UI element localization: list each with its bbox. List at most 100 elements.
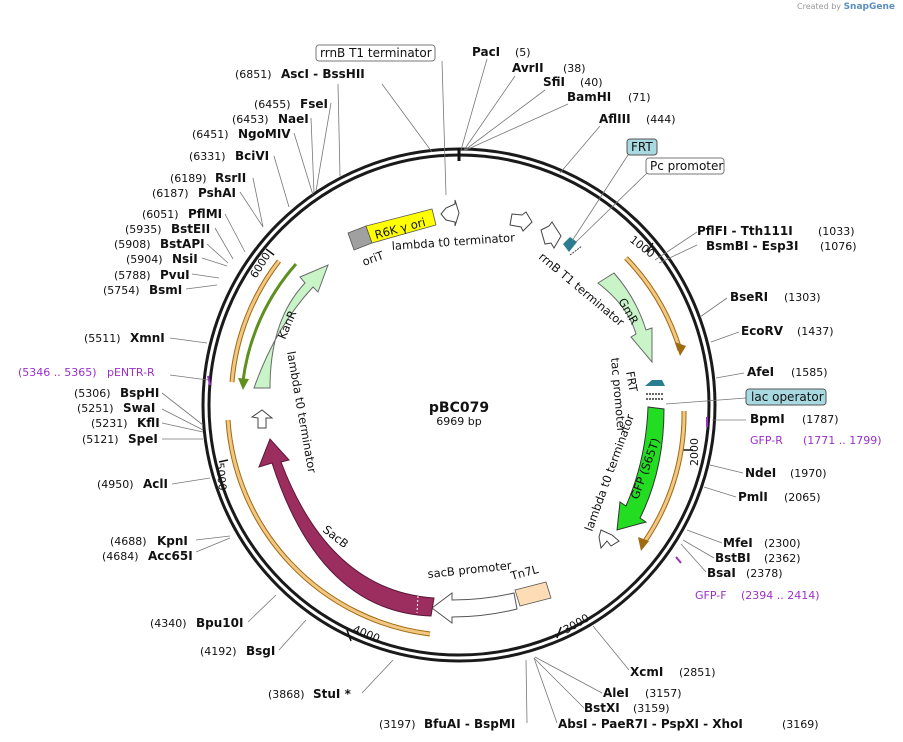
enzyme-stui: StuI * bbox=[313, 687, 352, 701]
frt-feature-right bbox=[645, 380, 665, 386]
enzyme-pflmi-pos: (6051) bbox=[142, 208, 179, 221]
enzyme-nsii-pos: (5904) bbox=[126, 253, 163, 266]
enzyme-bstapi-pos: (5908) bbox=[114, 238, 151, 251]
gfp-feature bbox=[616, 406, 665, 531]
enzyme-fsei: FseI bbox=[300, 97, 328, 111]
enzyme-absi: AbsI - PaeR7I - PspXI - XhoI bbox=[558, 717, 743, 731]
frt-inner-label: FRT bbox=[623, 370, 641, 394]
enzyme-xcmi: XcmI bbox=[630, 665, 663, 679]
plasmid-name: pBC079 bbox=[429, 400, 489, 416]
rrnb-top-box-label: rrnB T1 terminator bbox=[320, 46, 432, 60]
tick-5000: 5000 bbox=[213, 462, 229, 491]
enzyme-pshai-pos: (6187) bbox=[152, 187, 189, 200]
primer-pentr-r: pENTR-R bbox=[107, 366, 155, 379]
lambda-t0-right-arrow bbox=[598, 529, 620, 550]
enzyme-bpmi: BpmI bbox=[750, 412, 785, 426]
enzyme-paci-pos: (5) bbox=[515, 46, 531, 59]
enzyme-naei-pos: (6453) bbox=[232, 113, 269, 126]
sacb-hatch bbox=[416, 595, 419, 614]
enzyme-bsmi-pos: (5754) bbox=[103, 284, 140, 297]
enzyme-sfii: SfiI bbox=[543, 75, 565, 89]
enzyme-asci-pos: (6851) bbox=[235, 68, 272, 81]
enzyme-bstbi: BstBI bbox=[715, 551, 751, 565]
enzyme-pvui-pos: (5788) bbox=[114, 269, 151, 282]
enzyme-alei: AleI bbox=[603, 686, 629, 700]
enzyme-bamhi-pos: (71) bbox=[628, 91, 651, 104]
enzyme-avrii-pos: (38) bbox=[563, 62, 586, 75]
enzyme-bsmbi-pos: (1076) bbox=[820, 240, 857, 253]
enzyme-swai-pos: (5251) bbox=[77, 402, 114, 415]
orange-arrowhead-gfp bbox=[638, 537, 649, 551]
leader-lines bbox=[161, 58, 747, 724]
lambda-t0-left-label: lambda t0 terminator bbox=[284, 350, 319, 474]
plasmid-size: 6969 bp bbox=[436, 415, 481, 428]
enzyme-bsgi-pos: (4192) bbox=[200, 645, 237, 658]
rrnb-top-box bbox=[315, 44, 436, 62]
enzyme-paci: PacI bbox=[472, 45, 500, 59]
primer-gfp-r: GFP-R bbox=[750, 434, 783, 447]
tick-2000: 2000 bbox=[688, 438, 701, 466]
enzyme-nsii: NsiI bbox=[172, 252, 198, 266]
enzyme-bpu10i-pos: (4340) bbox=[150, 617, 187, 630]
enzyme-absi-pos: (3169) bbox=[782, 718, 819, 731]
enzyme-bcivi: BciVI bbox=[235, 149, 269, 163]
enzyme-pflmi: PflMI bbox=[188, 207, 222, 221]
enzyme-ngomiv: NgoMIV bbox=[238, 127, 291, 141]
enzyme-bfuai-pos: (3197) bbox=[379, 718, 416, 731]
enzyme-ndei: NdeI bbox=[745, 466, 776, 480]
enzyme-bstbi-pos: (2362) bbox=[764, 552, 801, 565]
enzyme-pflfi-pos: (1033) bbox=[818, 225, 855, 238]
enzyme-mfei: MfeI bbox=[723, 536, 753, 550]
enzyme-bpu10i: Bpu10I bbox=[196, 616, 243, 630]
enzyme-ndei-pos: (1970) bbox=[790, 467, 827, 480]
primer-gfp-f-mark bbox=[675, 556, 682, 564]
snapgene-logo: SnapGene bbox=[843, 2, 895, 12]
enzyme-bsphi-pos: (5306) bbox=[74, 387, 111, 400]
primer-pentr-r-range: (5346 .. 5365) bbox=[18, 366, 97, 379]
frt-feature-top bbox=[563, 237, 577, 252]
lambda-t0-left-arrow bbox=[250, 409, 274, 429]
tn7l-label: Tn7L bbox=[508, 562, 540, 583]
enzyme-bstapi: BstAPI bbox=[160, 237, 205, 251]
rrnb-right-arrow bbox=[540, 221, 562, 249]
r6k-ori-feature bbox=[365, 208, 437, 244]
enzyme-afliii: AflIII bbox=[599, 112, 631, 126]
enzyme-rsrii-pos: (6189) bbox=[170, 172, 207, 185]
enzyme-bamhi: BamHI bbox=[567, 90, 611, 104]
enzyme-kpni-pos: (4688) bbox=[110, 535, 147, 548]
enzyme-pmli-pos: (2065) bbox=[784, 491, 821, 504]
pc-promoter-box-label: Pc promoter bbox=[650, 159, 723, 173]
enzyme-ngomiv-pos: (6451) bbox=[192, 128, 229, 141]
enzyme-ecorv-pos: (1437) bbox=[797, 325, 834, 338]
lambda-t0-top-arrow bbox=[440, 199, 460, 227]
orange-arrowhead-gmr bbox=[675, 342, 686, 356]
enzyme-rsrii: RsrII bbox=[215, 171, 246, 185]
tick-4000: 4000 bbox=[351, 623, 382, 646]
frt-box bbox=[626, 138, 658, 156]
frt-box-label: FRT bbox=[631, 140, 653, 154]
pc-promoter-box bbox=[645, 157, 725, 175]
credit-prefix: Created by bbox=[797, 2, 842, 11]
enzyme-afei-pos: (1585) bbox=[791, 366, 828, 379]
enzyme-ecorv: EcoRV bbox=[741, 324, 784, 338]
tn7l-feature bbox=[514, 581, 552, 607]
enzyme-asci: AscI - BssHII bbox=[281, 67, 365, 81]
enzyme-pflfi: PflFI - Tth111I bbox=[697, 224, 793, 238]
enzyme-avrii: AvrII bbox=[512, 61, 544, 75]
enzyme-spei: SpeI bbox=[128, 432, 158, 446]
lambda-t0-top-label: lambda t0 terminator bbox=[391, 230, 515, 253]
sacb-feature bbox=[258, 438, 435, 617]
enzyme-bsai: BsaI bbox=[707, 566, 736, 580]
enzyme-swai: SwaI bbox=[123, 401, 155, 415]
enzyme-pvui: PvuI bbox=[160, 268, 190, 282]
enzyme-xcmi-pos: (2851) bbox=[679, 666, 716, 679]
primer-gfp-f-range: (2394 .. 2414) bbox=[741, 589, 820, 602]
enzyme-bsmbi: BsmBI - Esp3I bbox=[706, 239, 798, 253]
enzyme-pmli: PmlI bbox=[738, 490, 768, 504]
lac-operator-box bbox=[745, 388, 827, 406]
green-arc-kanr bbox=[241, 263, 298, 382]
enzyme-mfei-pos: (2300) bbox=[764, 537, 801, 550]
enzyme-bsphi: BspHI bbox=[120, 386, 159, 400]
sacb-promoter-label: sacB promoter bbox=[427, 558, 513, 581]
enzyme-bfuai: BfuAI - BspMI bbox=[424, 717, 515, 731]
